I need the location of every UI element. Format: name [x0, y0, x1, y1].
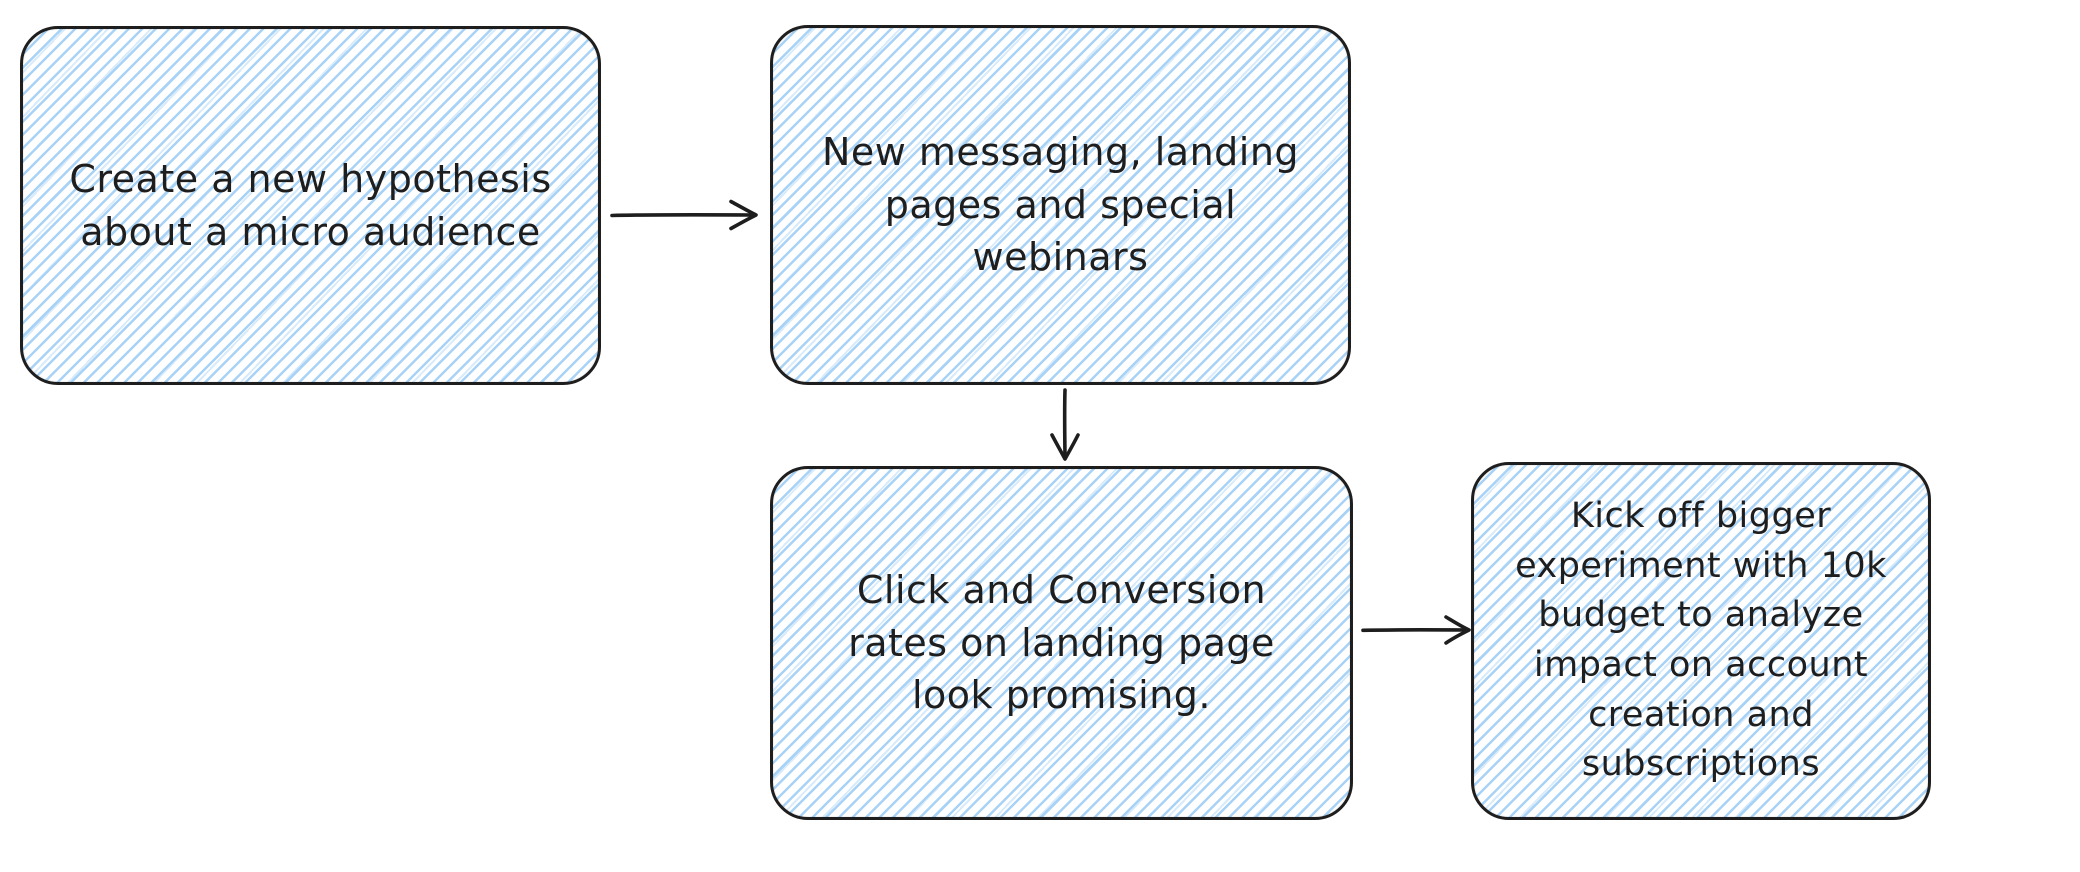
flow-node-experiment-label: Kick off bigger experiment with 10k budg… [1515, 495, 1887, 785]
flow-node-rates[interactable]: Click and Conversion rates on landing pa… [770, 466, 1353, 820]
flow-node-messaging-label: New messaging, landing pages and special… [821, 130, 1300, 280]
flow-node-hypothesis-label: Create a new hypothesis about a micro au… [69, 157, 552, 254]
flow-node-experiment[interactable]: Kick off bigger experiment with 10k budg… [1471, 462, 1931, 820]
flow-node-hypothesis[interactable]: Create a new hypothesis about a micro au… [20, 26, 601, 385]
arrow-rates-to-experiment-icon[interactable] [1356, 608, 1478, 652]
arrow-hypothesis-to-messaging-icon[interactable] [604, 193, 769, 237]
flow-node-messaging[interactable]: New messaging, landing pages and special… [770, 25, 1351, 385]
flow-node-rates-label: Click and Conversion rates on landing pa… [848, 568, 1275, 718]
arrow-messaging-to-rates-icon[interactable] [1043, 386, 1087, 464]
